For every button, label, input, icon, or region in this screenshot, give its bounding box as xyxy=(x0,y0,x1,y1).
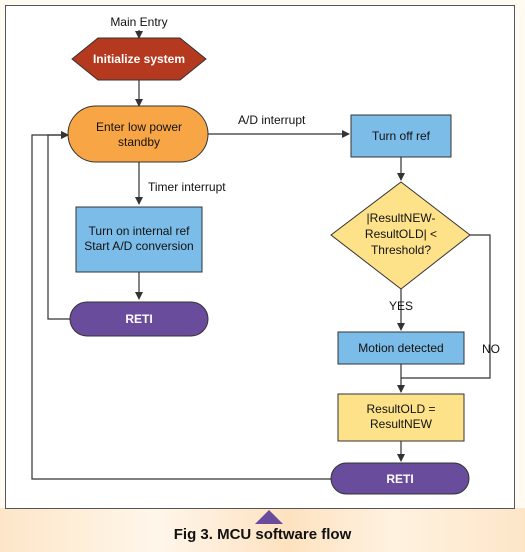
result-assign-line1: ResultOLD = xyxy=(366,402,435,416)
reti-right-label: RETI xyxy=(386,472,413,486)
caption-triangle-icon xyxy=(255,510,283,524)
turn-on-ref-node: Turn on internal ref Start A/D conversio… xyxy=(75,206,203,273)
motion-detected-label: Motion detected xyxy=(358,341,443,355)
turn-on-ref-shape xyxy=(75,206,203,273)
reti-left-label: RETI xyxy=(125,312,152,326)
motion-detected-node: Motion detected xyxy=(337,331,465,365)
yes-label: YES xyxy=(389,299,413,313)
connectors xyxy=(31,30,491,480)
standby-label-line2: standby xyxy=(118,135,160,149)
initialize-label: Initialize system xyxy=(93,52,185,66)
edge-reti-right-loop xyxy=(31,131,331,480)
standby-shape xyxy=(67,105,209,163)
turn-on-ref-line1: Turn on internal ref xyxy=(89,224,191,238)
initialize-node: Initialize system xyxy=(71,37,207,81)
threshold-decision-node: |ResultNEW- ResultOLD| < Threshold? xyxy=(330,181,471,290)
turn-on-ref-line2: Start A/D conversion xyxy=(84,239,193,253)
reti-left-node: RETI xyxy=(69,301,209,337)
result-assign-shape xyxy=(337,393,465,442)
turn-off-ref-label: Turn off ref xyxy=(372,129,431,143)
threshold-line2: ResultOLD| < xyxy=(365,227,437,241)
reti-right-node: RETI xyxy=(330,462,470,495)
edge-decision-no xyxy=(401,234,491,379)
turn-off-ref-node: Turn off ref xyxy=(350,114,452,158)
figure-caption: Fig 3. MCU software flow xyxy=(173,526,352,543)
turn-off-ref-shape xyxy=(350,114,452,158)
standby-node: Enter low power standby xyxy=(67,105,209,163)
initialize-shape xyxy=(71,37,207,81)
reti-left-shape xyxy=(69,301,209,337)
result-assign-node: ResultOLD = ResultNEW xyxy=(337,393,465,442)
threshold-line1: |ResultNEW- xyxy=(367,211,436,225)
ad-interrupt-label: A/D interrupt xyxy=(238,113,306,127)
main-entry-label: Main Entry xyxy=(110,15,167,29)
timer-interrupt-label: Timer interrupt xyxy=(148,180,226,194)
no-label: NO xyxy=(482,342,500,356)
motion-detected-shape xyxy=(337,331,465,365)
reti-right-shape xyxy=(330,462,470,495)
threshold-decision-shape xyxy=(330,181,471,290)
threshold-line3: Threshold? xyxy=(371,243,431,257)
edge-reti-left-loop xyxy=(47,131,70,320)
standby-label-line1: Enter low power xyxy=(96,120,182,134)
result-assign-line2: ResultNEW xyxy=(370,417,433,431)
